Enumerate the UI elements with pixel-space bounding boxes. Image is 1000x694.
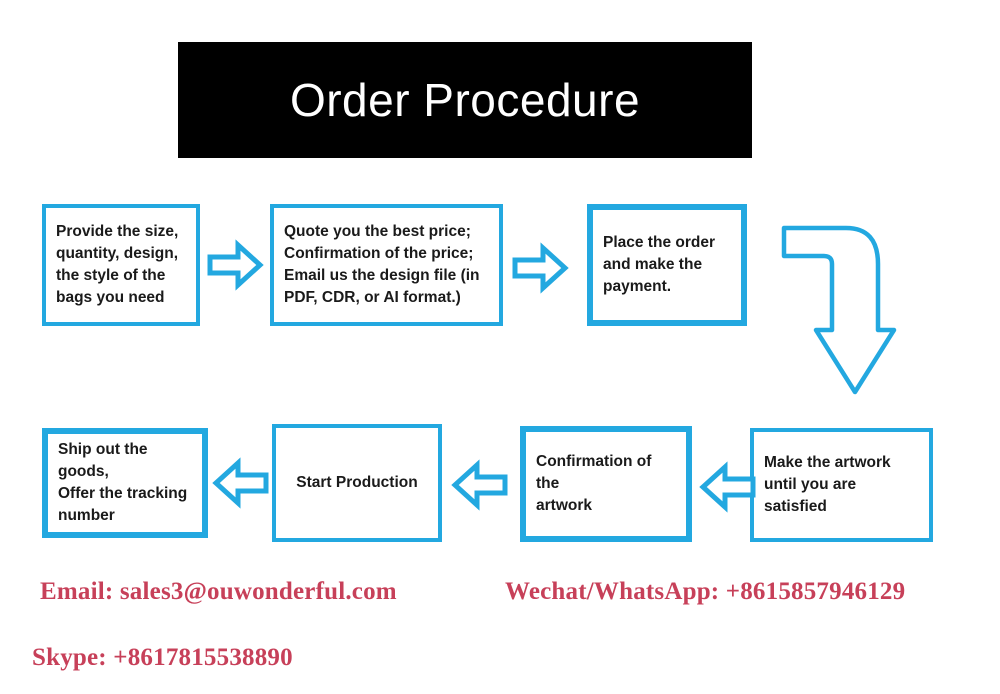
contact-skype: Skype: +8617815538890 (32, 644, 293, 671)
arrow-right-icon (512, 242, 569, 294)
flow-box-ship-goods: Ship out the goods, Offer the tracking n… (42, 428, 208, 538)
flow-box-ship-goods-text: Ship out the goods, Offer the tracking n… (58, 441, 188, 524)
arrow-left-icon (212, 457, 269, 509)
flow-box-make-artwork: Make the artwork until you are satisfied (750, 428, 933, 542)
flow-box-confirm-artwork-text: Confirmation of the artwork (536, 453, 652, 514)
flow-box-confirm-artwork: Confirmation of the artwork (520, 426, 692, 542)
arrow-left-icon (699, 461, 756, 513)
flow-box-provide-text: Provide the size, quantity, design, the … (56, 223, 179, 306)
title-banner: Order Procedure (178, 42, 752, 158)
flow-box-quote: Quote you the best price; Confirmation o… (270, 204, 503, 326)
flow-box-place-order-text: Place the order and make the payment. (603, 234, 715, 295)
arrow-right-icon (207, 239, 264, 291)
flow-box-place-order: Place the order and make the payment. (587, 204, 747, 326)
flow-box-quote-text: Quote you the best price; Confirmation o… (284, 223, 480, 306)
flow-box-start-production-text: Start Production (296, 474, 418, 491)
flow-box-make-artwork-text: Make the artwork until you are satisfied (764, 454, 891, 515)
page-title: Order Procedure (289, 74, 641, 126)
arrow-elbow-right-down-icon (780, 222, 900, 397)
contact-wechat-whatsapp: Wechat/WhatsApp: +8615857946129 (505, 578, 906, 605)
flow-box-start-production: Start Production (272, 424, 442, 542)
contact-email: Email: sales3@ouwonderful.com (40, 578, 397, 605)
flow-box-provide: Provide the size, quantity, design, the … (42, 204, 200, 326)
arrow-left-icon (451, 459, 508, 511)
